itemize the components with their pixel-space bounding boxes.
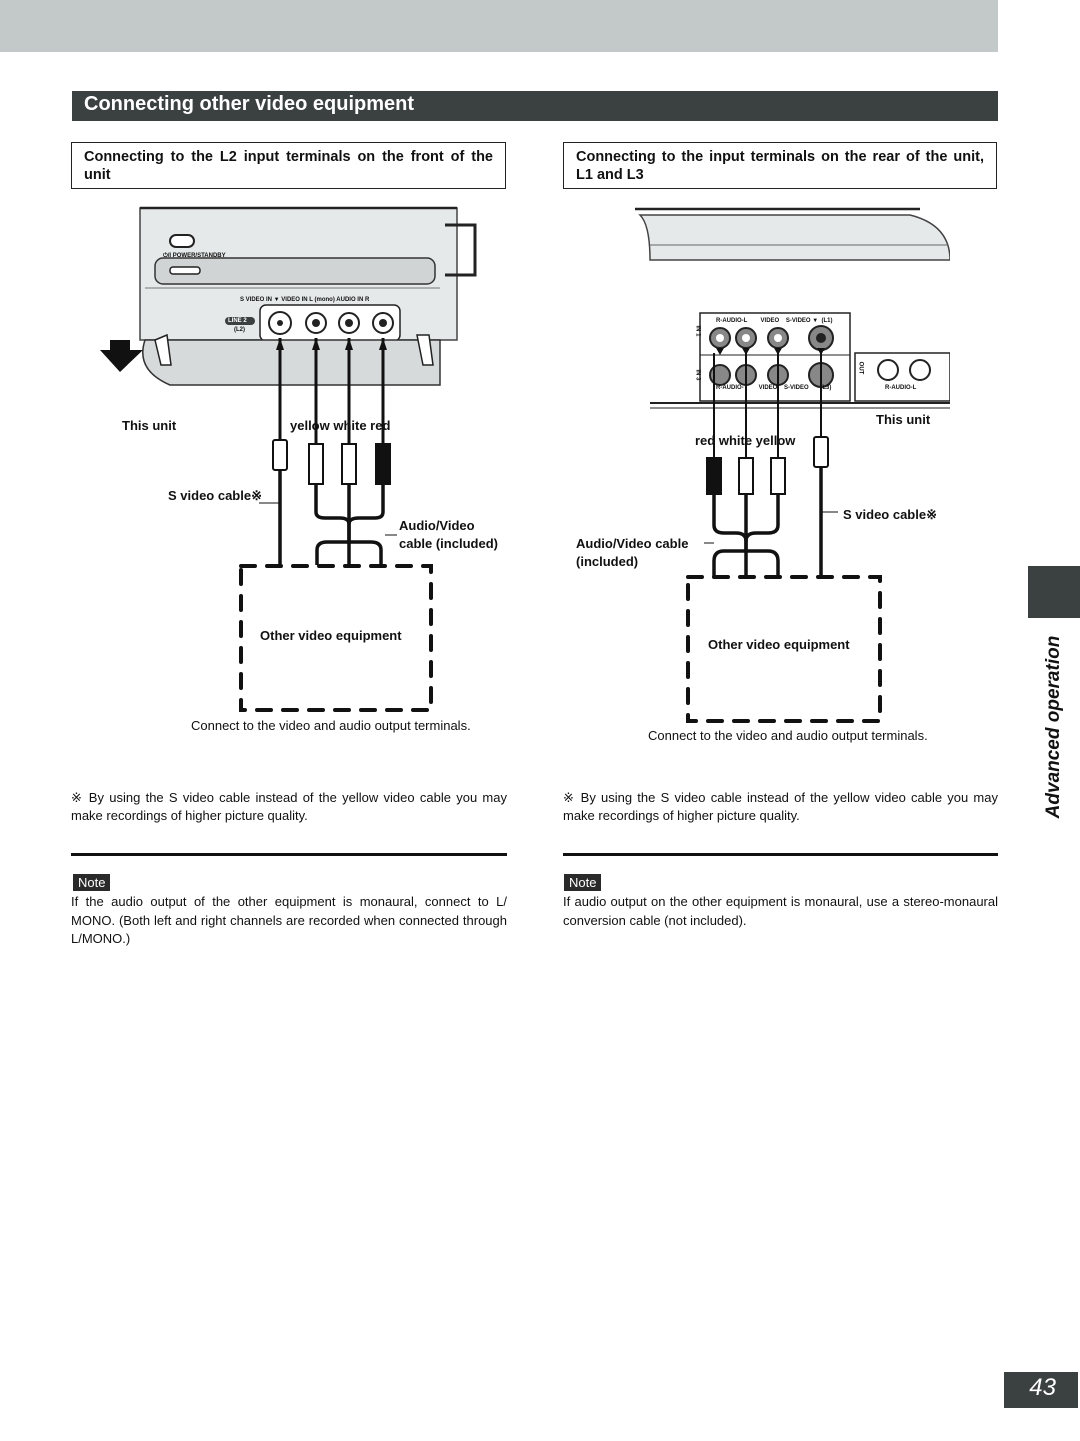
line2-badge: LINE 2 xyxy=(228,318,247,324)
in3-label: IN 3 xyxy=(694,369,701,381)
chapter-side-label: Advanced operation xyxy=(1031,636,1077,819)
rear-row3-labels: R-AUDIO- VIDEO S-VIDEO (L3) xyxy=(716,385,832,391)
rear-out-labels: R-AUDIO-L xyxy=(885,385,917,391)
right-s-video-cable-label: S video cable※ xyxy=(843,507,937,522)
page-number-box: 43 xyxy=(1004,1372,1078,1408)
power-standby-label: ⏻/I POWER/STANDBY xyxy=(163,253,226,259)
left-note-badge: Note xyxy=(73,874,111,891)
right-footnote: ※ By using the S video cable instead of … xyxy=(563,790,998,823)
rear-row1-labels: R-AUDIO-L VIDEO S-VIDEO ▼ (L1) xyxy=(716,318,833,324)
left-s-video-cable-label: S video cable※ xyxy=(168,488,262,503)
left-av-cable-label-2: cable (included) xyxy=(399,536,498,551)
right-this-unit-label: This unit xyxy=(876,412,931,427)
section-title-bar: Connecting other video equipment xyxy=(72,91,998,121)
left-note-text: If the audio output of the other equipme… xyxy=(71,894,507,946)
left-av-cable-label-1: Audio/Video xyxy=(399,518,475,533)
left-other-equipment-label: Other video equipment xyxy=(260,628,402,643)
rear-connection-diagram xyxy=(635,207,950,723)
left-note-rule xyxy=(71,853,507,856)
chapter-tab-block xyxy=(1028,566,1080,618)
right-note-badge: Note xyxy=(564,874,602,891)
top-header-bar xyxy=(0,0,998,52)
right-subheading: Connecting to the input terminals on the… xyxy=(563,142,997,189)
page-number: 43 xyxy=(1029,1374,1056,1401)
left-subheading: Connecting to the L2 input terminals on … xyxy=(71,142,506,189)
right-av-cable-label-2: (included) xyxy=(576,554,639,569)
right-caption: Connect to the video and audio output te… xyxy=(648,728,928,743)
right-note-rule xyxy=(563,853,998,856)
section-title: Connecting other video equipment xyxy=(84,93,415,115)
left-cable-colors-label: yellow white red xyxy=(290,418,391,433)
out-label: OUT xyxy=(857,361,864,375)
right-other-equipment-label: Other video equipment xyxy=(708,637,850,652)
in1-label: IN 1 xyxy=(694,325,701,337)
front-connection-diagram xyxy=(100,206,477,712)
right-av-cable-label-1: Audio/Video cable xyxy=(576,536,689,551)
left-this-unit-label: This unit xyxy=(122,418,177,433)
left-caption: Connect to the video and audio output te… xyxy=(191,718,471,733)
chapter-side-label-text: Advanced operation xyxy=(1043,635,1064,819)
line2-sub: (L2) xyxy=(234,327,245,333)
left-footnote: ※ By using the S video cable instead of … xyxy=(71,790,507,823)
right-cable-colors-label: red white yellow xyxy=(695,433,796,448)
right-note-text: If audio output on the other equipment i… xyxy=(563,894,998,928)
front-terminal-labels: S VIDEO IN ▼ VIDEO IN L (mono) AUDIO IN … xyxy=(240,297,370,303)
